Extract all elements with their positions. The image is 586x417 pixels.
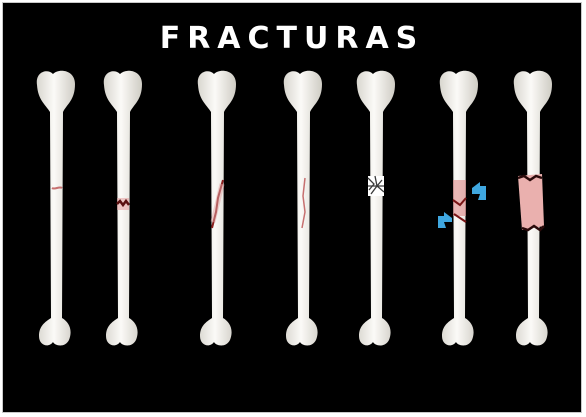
bone-longitudinal [284, 71, 322, 346]
bone-conminuta [357, 71, 395, 346]
bone-impactada [440, 71, 478, 346]
bone-oblicua [198, 71, 236, 346]
bone-segmentaria [514, 71, 552, 346]
bone-transversa [104, 71, 142, 346]
arrow-right-icon [472, 182, 486, 200]
bone-fisura [37, 71, 75, 346]
arrow-left-icon [438, 212, 452, 228]
